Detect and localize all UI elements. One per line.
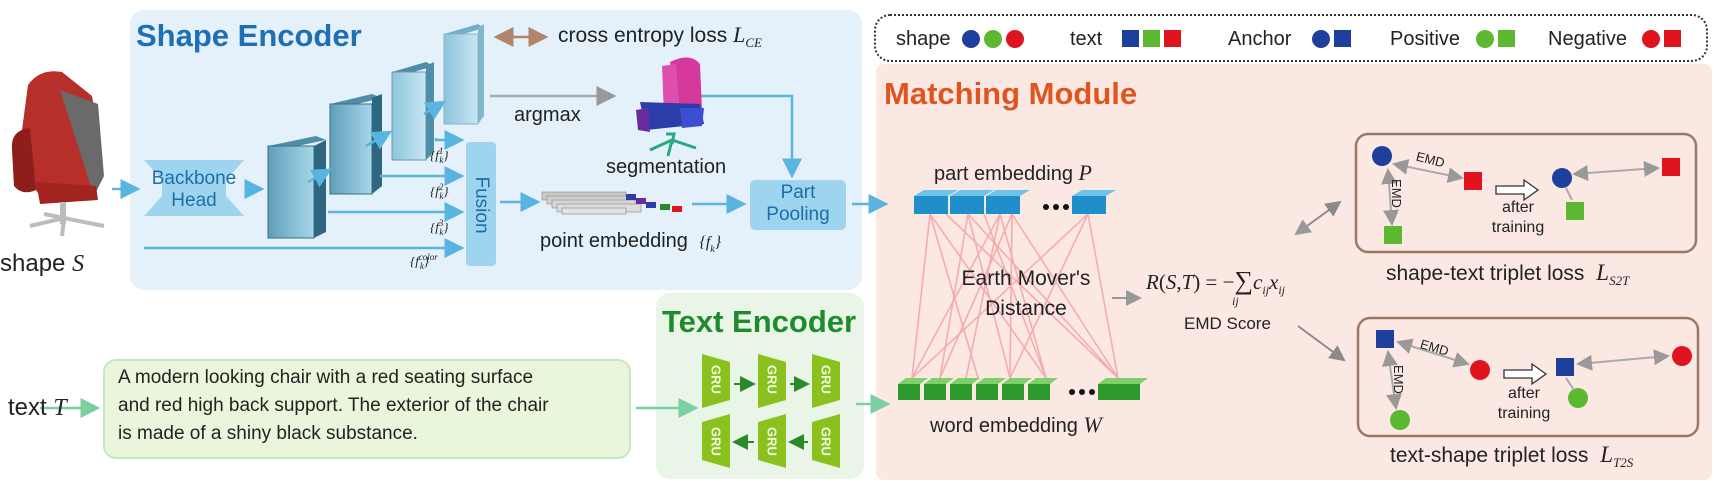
legend-marker-text-anchor bbox=[1122, 30, 1139, 47]
feature-label-3: {f3k} bbox=[430, 218, 449, 237]
shape-input-label: shape S bbox=[0, 250, 85, 277]
emd-label-bottom-b: EMD bbox=[1390, 365, 1406, 394]
feature-blocks bbox=[267, 24, 484, 239]
argmax-label: argmax bbox=[514, 104, 581, 126]
text-input-content: A modern looking chair with a red seatin… bbox=[118, 367, 549, 444]
legend-marker-negative-circle bbox=[1642, 30, 1660, 48]
legend: shape text Anchor Positive Negative bbox=[874, 14, 1708, 62]
point-embedding-label: point embedding {fk} bbox=[540, 230, 722, 255]
legend-marker-text-positive bbox=[1143, 30, 1160, 47]
fusion-label: Fusion bbox=[471, 176, 492, 234]
feature-label-1: {f1k} bbox=[430, 146, 449, 165]
after-training-bottom: after training bbox=[1497, 385, 1551, 422]
after-training-top: after training bbox=[1491, 199, 1545, 236]
emd-label-top-b: EMD bbox=[1388, 179, 1404, 208]
backbone-head-block bbox=[144, 160, 244, 216]
part-pooling-block bbox=[750, 180, 846, 230]
word-embedding-blocks bbox=[898, 378, 1148, 400]
legend-marker-shape-negative bbox=[1006, 30, 1024, 48]
legend-marker-negative-square bbox=[1664, 30, 1681, 47]
part-embedding-label: part embedding P bbox=[934, 160, 1092, 185]
gru-label-3: GRU bbox=[818, 365, 834, 394]
ce-loss-label: cross entropy loss LCE bbox=[558, 22, 762, 51]
legend-marker-positive-circle bbox=[1476, 30, 1494, 48]
text-encoder-title: Text Encoder bbox=[662, 304, 857, 339]
text-shape-triplet-box bbox=[1356, 316, 1700, 438]
legend-marker-anchor-circle bbox=[1312, 30, 1330, 48]
gru-label-1: GRU bbox=[708, 365, 724, 394]
point-embedding-stack bbox=[541, 191, 682, 215]
fusion-block bbox=[466, 142, 496, 266]
legend-marker-shape-positive bbox=[984, 30, 1002, 48]
legend-marker-positive-square bbox=[1498, 30, 1515, 47]
legend-label-shape: shape bbox=[896, 28, 951, 50]
text-input-label: text T bbox=[8, 394, 67, 421]
emd-label: Earth Mover's Distance bbox=[961, 267, 1091, 320]
segmentation-label: segmentation bbox=[606, 156, 727, 178]
shape-encoder-title: Shape Encoder bbox=[136, 18, 362, 53]
legend-label-negative: Negative bbox=[1548, 28, 1627, 50]
gru-label-2: GRU bbox=[764, 365, 780, 394]
part-pooling-label: Part Pooling bbox=[766, 182, 830, 225]
feature-label-2: {f2k} bbox=[430, 182, 449, 201]
part-embedding-blocks bbox=[914, 190, 1116, 214]
emd-formula: R(S,T) = −∑cijxij ij bbox=[1146, 266, 1285, 308]
legend-label-text: text bbox=[1070, 28, 1103, 50]
legend-marker-text-negative bbox=[1164, 30, 1181, 47]
legend-marker-shape-anchor bbox=[962, 30, 980, 48]
gru-label-5: GRU bbox=[764, 427, 780, 456]
shape-text-loss-label: shape-text triplet loss LS2T bbox=[1386, 260, 1630, 289]
word-embedding-label: word embedding W bbox=[930, 412, 1102, 437]
emd-score-label: EMD Score bbox=[1184, 314, 1271, 333]
shape-text-triplet-box bbox=[1354, 132, 1698, 254]
gru-label-4: GRU bbox=[708, 427, 724, 456]
legend-marker-anchor-square bbox=[1334, 30, 1351, 47]
feature-label-color: {fcolork} bbox=[410, 252, 438, 271]
backbone-head-label: Backbone Head bbox=[151, 168, 237, 211]
segmentation-image bbox=[636, 57, 704, 157]
chair-image bbox=[11, 71, 105, 237]
text-input-box bbox=[103, 359, 631, 459]
legend-label-positive: Positive bbox=[1390, 28, 1461, 50]
matching-module-title: Matching Module bbox=[884, 76, 1138, 111]
legend-label-anchor: Anchor bbox=[1228, 28, 1292, 50]
gru-cells bbox=[702, 354, 840, 468]
emd-connections bbox=[911, 213, 1119, 379]
text-shape-loss-label: text-shape triplet loss LT2S bbox=[1390, 442, 1634, 471]
gru-label-6: GRU bbox=[818, 427, 834, 456]
